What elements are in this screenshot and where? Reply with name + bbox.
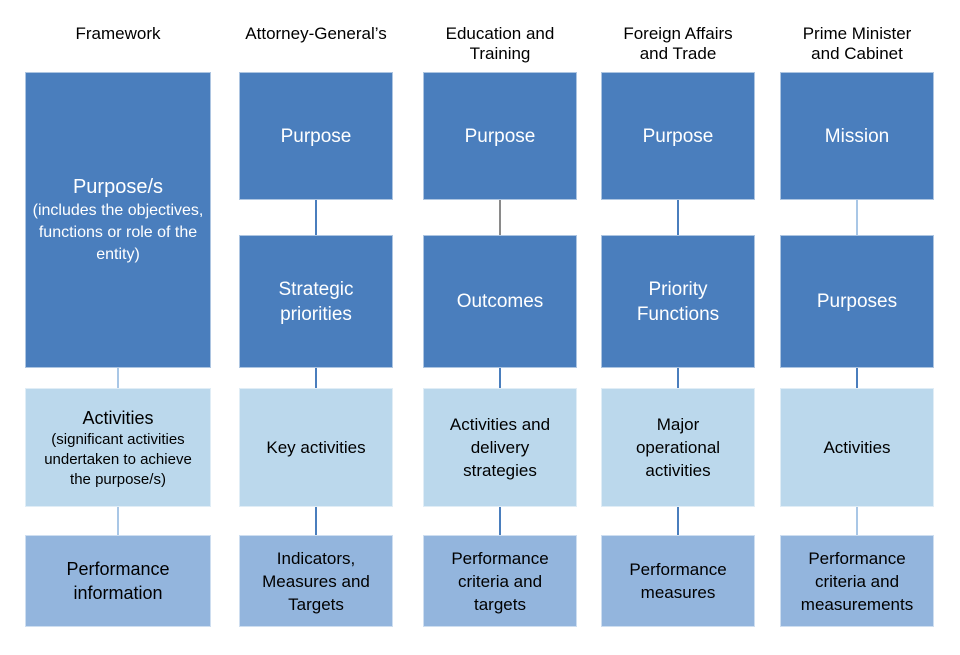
- connector-dfat-majorops-measures: [677, 507, 679, 535]
- connector-framework-activities-performance: [117, 507, 119, 535]
- box-title: Purpose/s: [72, 176, 164, 198]
- connector-edu-activities-performance: [499, 507, 501, 535]
- box-label: Performance criteria and targets: [451, 548, 549, 614]
- box-ag-strategic-priorities: Strategic priorities: [239, 235, 393, 368]
- box-ag-key-activities: Key activities: [239, 388, 393, 507]
- box-label: Indicators, Measures and Targets: [262, 548, 370, 614]
- connector-ag-strategic-keyactivities: [315, 368, 317, 388]
- column-header-education-training: Education and Training: [445, 24, 555, 63]
- box-pmc-activities: Activities: [780, 388, 934, 507]
- box-framework-performance-information: Performance information: [25, 535, 211, 627]
- box-title: Priority Functions: [636, 278, 720, 325]
- box-label: Major operational activities: [635, 415, 721, 480]
- box-title: Strategic priorities: [278, 278, 354, 325]
- column-header-attorney-generals: Attorney-General’s: [245, 24, 387, 43]
- box-note: (includes the objectives, functions or r…: [32, 202, 204, 263]
- connector-edu-purpose-outcomes: [499, 200, 501, 235]
- box-framework-activities: Activities (significant activities under…: [25, 388, 211, 507]
- connector-dfat-purpose-priority: [677, 200, 679, 235]
- box-pmc-mission: Mission: [780, 72, 934, 200]
- box-pmc-purposes: Purposes: [780, 235, 934, 368]
- box-label: Key activities: [266, 438, 366, 457]
- box-pmc-performance-criteria-measurements: Performance criteria and measurements: [780, 535, 934, 627]
- column-header-framework: Framework: [75, 24, 161, 43]
- column-header-pm-cabinet: Prime Minister and Cabinet: [802, 24, 912, 63]
- box-title: Purposes: [816, 291, 898, 312]
- box-dfat-major-operational-activities: Major operational activities: [601, 388, 755, 507]
- box-label: Activities and delivery strategies: [449, 415, 551, 480]
- box-note: (significant activities undertaken to ac…: [44, 430, 192, 488]
- box-title: Outcomes: [456, 291, 544, 312]
- connector-pmc-mission-purposes: [856, 200, 858, 235]
- box-title: Activities: [82, 407, 154, 428]
- connector-dfat-priority-majorops: [677, 368, 679, 388]
- box-label: Performance information: [66, 559, 170, 603]
- connector-ag-keyactivities-indicators: [315, 507, 317, 535]
- box-edu-outcomes: Outcomes: [423, 235, 577, 368]
- box-label: Performance measures: [629, 560, 727, 602]
- box-title: Purpose: [280, 125, 352, 147]
- box-label: Activities: [823, 438, 891, 457]
- box-title: Purpose: [642, 125, 714, 147]
- box-title: Mission: [824, 125, 890, 147]
- box-edu-activities-delivery-strategies: Activities and delivery strategies: [423, 388, 577, 507]
- box-title: Purpose: [464, 125, 536, 147]
- box-edu-purpose: Purpose: [423, 72, 577, 200]
- column-header-foreign-affairs-trade: Foreign Affairs and Trade: [623, 24, 733, 63]
- box-ag-indicators-measures-targets: Indicators, Measures and Targets: [239, 535, 393, 627]
- box-framework-purposes: Purpose/s (includes the objectives, func…: [25, 72, 211, 368]
- box-ag-purpose: Purpose: [239, 72, 393, 200]
- box-edu-performance-criteria-targets: Performance criteria and targets: [423, 535, 577, 627]
- connector-pmc-purposes-activities: [856, 368, 858, 388]
- connector-edu-outcomes-activities: [499, 368, 501, 388]
- connector-ag-purpose-strategic: [315, 200, 317, 235]
- box-dfat-purpose: Purpose: [601, 72, 755, 200]
- connector-pmc-activities-criteria: [856, 507, 858, 535]
- connector-framework-purpose-activities: [117, 368, 119, 388]
- box-dfat-performance-measures: Performance measures: [601, 535, 755, 627]
- box-dfat-priority-functions: Priority Functions: [601, 235, 755, 368]
- box-label: Performance criteria and measurements: [800, 548, 914, 614]
